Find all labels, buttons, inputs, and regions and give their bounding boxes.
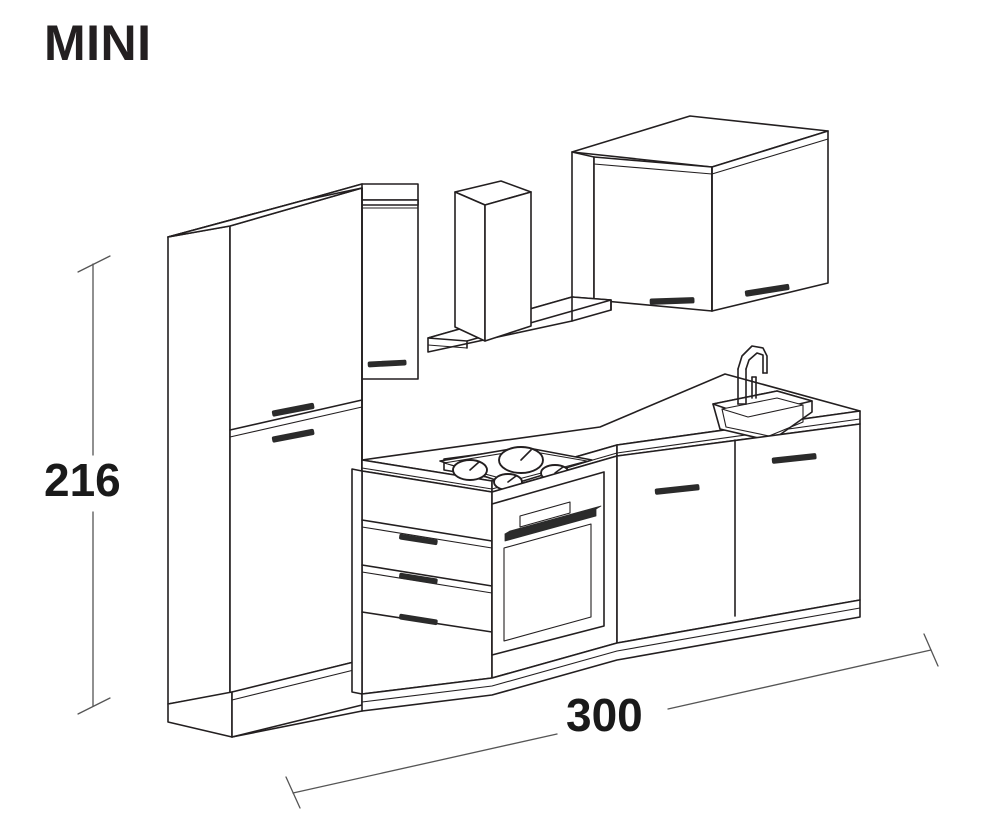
dimension-label-height: 216 [44,454,121,506]
dimension-label-width: 300 [566,689,643,741]
page-title: MINI [44,15,152,71]
extractor-hood-chimney [454,180,532,342]
drawer-stack[interactable] [361,519,493,633]
floor-edge [231,710,363,738]
dimension-width [285,633,939,809]
cooktop[interactable] [439,446,593,491]
sink-faucet[interactable] [737,345,768,405]
base-door-handle-right [771,453,817,464]
base-cabinet-pair[interactable] [654,439,817,617]
wall-cabinet-pair[interactable] [571,115,829,312]
drawer-handle-middle [399,572,438,585]
drawer-handle-top [399,533,438,546]
drawer-handle-bottom [399,613,438,626]
base-door-handle-left [654,484,700,495]
dimension-height [77,255,111,715]
toe-kick-plinth-right [361,599,861,712]
built-in-oven[interactable] [491,471,605,656]
